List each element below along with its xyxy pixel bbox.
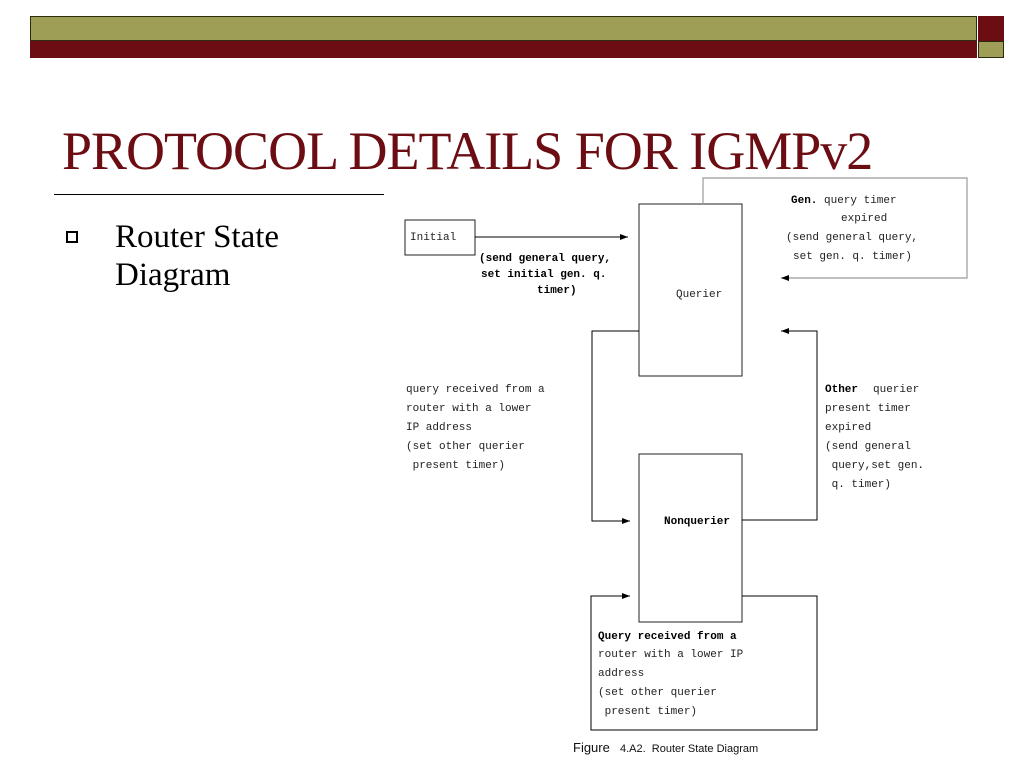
nq-to-q-label-6: q. timer) [825, 479, 891, 491]
other-prefix: Other [825, 384, 858, 396]
header-corner-red [978, 16, 1004, 41]
initial-to-querier-label-2: set initial gen. q. [481, 269, 606, 281]
nonquerier-self-loop-arrow [590, 593, 818, 731]
nq-to-q-label-4: (send general [825, 441, 911, 453]
title-underline [54, 194, 384, 195]
figure-caption: 4.A2. Router State Diagram [620, 743, 758, 755]
bullet-square-icon [66, 231, 78, 243]
initial-to-querier-label-3: timer) [537, 285, 577, 297]
nonquerier-to-querier-arrow [742, 328, 818, 521]
nq-self-label-2: address [598, 668, 644, 680]
header-bar [30, 16, 977, 58]
q-to-nq-label-3: IP address [406, 422, 472, 434]
nq-self-label-4: present timer) [598, 706, 697, 718]
nq-to-q-label-3: expired [825, 422, 871, 434]
gen-timer-label-3: (send general query, [786, 232, 918, 244]
gen-timer-label-4: set gen. q. timer) [793, 251, 912, 263]
q-to-nq-label-2: router with a lower [406, 403, 531, 415]
gen-timer-label-1: query timer [824, 195, 897, 207]
header-corner-olive [978, 41, 1004, 58]
q-to-nq-label-1: query received from a [406, 384, 545, 396]
slide-title: PROTOCOL DETAILS FOR IGMPv2 [62, 121, 873, 181]
header-olive-band [30, 16, 977, 41]
nq-self-label-3: (set other querier [598, 687, 717, 699]
nq-self-prefix: Query received from a [598, 631, 737, 643]
initial-state-label: Initial [410, 232, 456, 244]
initial-to-querier-label-1: (send general query, [479, 253, 611, 265]
q-to-nq-label-4: (set other querier [406, 441, 525, 453]
nonquerier-state-label: Nonquerier [664, 516, 730, 528]
querier-to-nonquerier-arrow [591, 330, 639, 524]
initial-state-box [404, 219, 476, 256]
gen-timer-prefix: Gen. [791, 195, 817, 207]
querier-self-loop-arrow [702, 177, 968, 281]
gen-timer-label-2: expired [841, 213, 887, 225]
nonquerier-state-box [638, 453, 743, 623]
querier-state-box [638, 203, 743, 377]
nq-to-q-label-1: querier [873, 384, 919, 396]
q-to-nq-label-5: present timer) [406, 460, 505, 472]
querier-state-label: Querier [676, 289, 722, 301]
bullet-text: Router State Diagram [115, 219, 280, 293]
nq-self-label-1: router with a lower IP [598, 649, 744, 661]
nq-to-q-label-2: present timer [825, 403, 911, 415]
figure-caption-prefix: Figure [573, 740, 610, 755]
nq-to-q-label-5: query,set gen. [825, 460, 924, 472]
